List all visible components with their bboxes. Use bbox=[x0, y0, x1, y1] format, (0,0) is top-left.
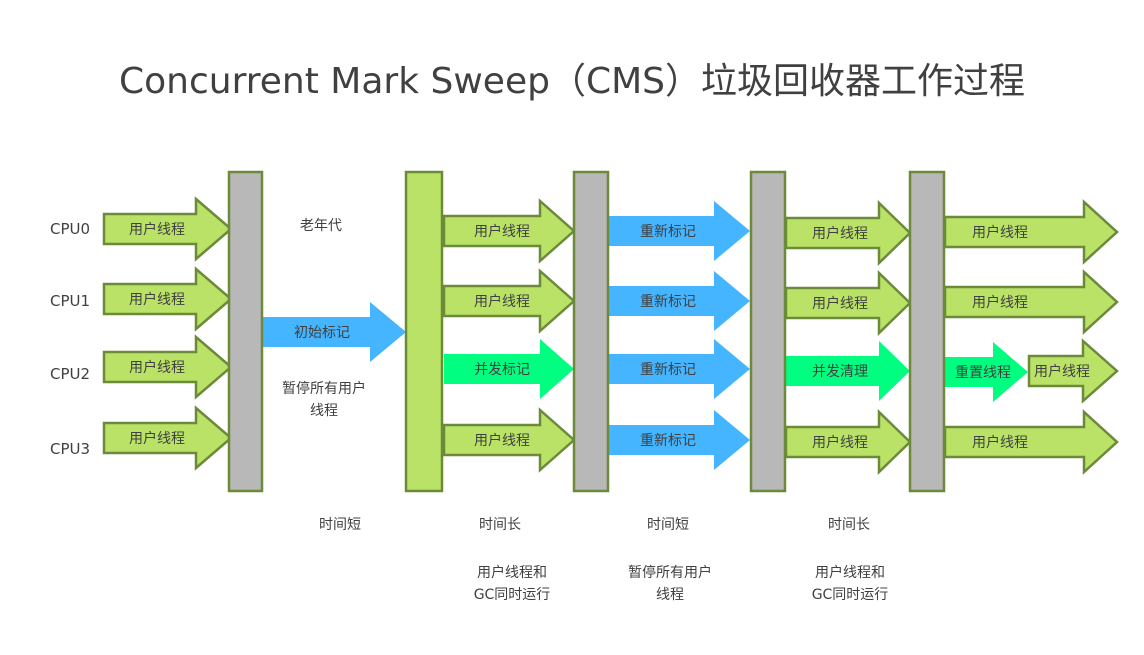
user-thread-arrow bbox=[943, 409, 1119, 475]
old-generation-bar bbox=[404, 170, 444, 493]
diagram-title: Concurrent Mark Sweep（CMS）垃圾回收器工作过程 bbox=[119, 61, 1025, 102]
gc-barrier-2 bbox=[572, 170, 610, 493]
note-line: 线程 bbox=[310, 403, 338, 419]
user-thread-arrow-label: 用户线程 bbox=[129, 291, 185, 308]
user-thread-arrow-label: 用户线程 bbox=[972, 224, 1028, 241]
initial-mark-note: 暂停所有用户 线程 bbox=[264, 378, 384, 422]
remark-arrow bbox=[608, 339, 750, 399]
user-thread-arrow bbox=[784, 200, 912, 266]
user-thread-arrow-label: 用户线程 bbox=[474, 432, 530, 449]
user-thread-arrow-label: 用户线程 bbox=[129, 359, 185, 376]
user-thread-arrow bbox=[442, 198, 576, 264]
user-thread-arrow bbox=[102, 196, 233, 262]
concurrent-mark-note: 用户线程和 GC同时运行 bbox=[452, 562, 572, 606]
user-thread-arrow bbox=[943, 269, 1119, 335]
user-thread-arrow-label: 用户线程 bbox=[1034, 363, 1090, 380]
user-thread-arrow bbox=[943, 199, 1119, 265]
user-thread-arrow-label: 用户线程 bbox=[972, 294, 1028, 311]
user-thread-arrow bbox=[102, 405, 233, 471]
user-thread-arrow-label: 用户线程 bbox=[972, 434, 1028, 451]
gc-barrier-1 bbox=[227, 170, 264, 493]
user-thread-arrow bbox=[102, 334, 233, 400]
concurrent-mark-duration: 时间长 bbox=[479, 517, 521, 533]
note-line: 暂停所有用户 bbox=[628, 565, 712, 581]
note-line: GC同时运行 bbox=[811, 587, 889, 603]
user-thread-arrow-label: 用户线程 bbox=[129, 430, 185, 447]
user-thread-arrow bbox=[1027, 338, 1119, 404]
reset-thread-arrow-label: 重置线程 bbox=[955, 365, 1011, 381]
cpu-label-1: CPU1 bbox=[50, 292, 91, 310]
user-thread-arrow bbox=[784, 409, 912, 475]
old-gen-label: 老年代 bbox=[300, 218, 342, 234]
note-line: 线程 bbox=[656, 587, 684, 603]
reset-thread-arrow bbox=[945, 342, 1028, 402]
remark-duration: 时间短 bbox=[647, 517, 689, 533]
initial-mark-duration: 时间短 bbox=[319, 517, 361, 533]
user-thread-arrow-label: 用户线程 bbox=[474, 293, 530, 310]
user-thread-arrow-label: 用户线程 bbox=[812, 295, 868, 312]
remark-arrow-label: 重新标记 bbox=[640, 294, 696, 310]
user-thread-arrow-label: 用户线程 bbox=[812, 225, 868, 242]
remark-arrow bbox=[608, 201, 750, 261]
user-thread-arrow-label: 用户线程 bbox=[812, 434, 868, 451]
user-thread-arrow-label: 用户线程 bbox=[474, 223, 530, 240]
concurrent-sweep-arrow-label: 并发清理 bbox=[812, 364, 868, 380]
remark-arrow-label: 重新标记 bbox=[640, 224, 696, 240]
remark-arrow-label: 重新标记 bbox=[640, 362, 696, 378]
user-thread-arrow-label: 用户线程 bbox=[129, 221, 185, 238]
remark-arrow bbox=[608, 271, 750, 331]
initial-mark-arrow bbox=[262, 302, 406, 362]
note-line: 暂停所有用户 bbox=[282, 381, 366, 397]
user-thread-arrow bbox=[784, 270, 912, 336]
concurrent-mark-arrow bbox=[444, 339, 574, 399]
concurrent-sweep-note: 用户线程和 GC同时运行 bbox=[790, 562, 910, 606]
cpu-label-3: CPU3 bbox=[50, 440, 91, 458]
user-thread-arrow bbox=[102, 266, 233, 332]
user-thread-arrow bbox=[442, 268, 576, 334]
note-line: GC同时运行 bbox=[473, 587, 551, 603]
cpu-label-0: CPU0 bbox=[50, 220, 91, 238]
gc-barrier-3 bbox=[749, 170, 787, 493]
gc-barrier-4 bbox=[908, 170, 946, 493]
concurrent-sweep-arrow bbox=[786, 341, 910, 401]
user-thread-arrow bbox=[442, 407, 576, 473]
cpu-label-2: CPU2 bbox=[50, 365, 91, 383]
concurrent-sweep-duration: 时间长 bbox=[828, 517, 870, 533]
remark-arrow-label: 重新标记 bbox=[640, 433, 696, 449]
remark-note: 暂停所有用户 线程 bbox=[610, 562, 730, 606]
remark-arrow bbox=[608, 410, 750, 470]
note-line: 用户线程和 bbox=[477, 565, 547, 581]
concurrent-mark-arrow-label: 并发标记 bbox=[474, 362, 530, 378]
initial-mark-arrow-label: 初始标记 bbox=[294, 324, 350, 341]
note-line: 用户线程和 bbox=[815, 565, 885, 581]
